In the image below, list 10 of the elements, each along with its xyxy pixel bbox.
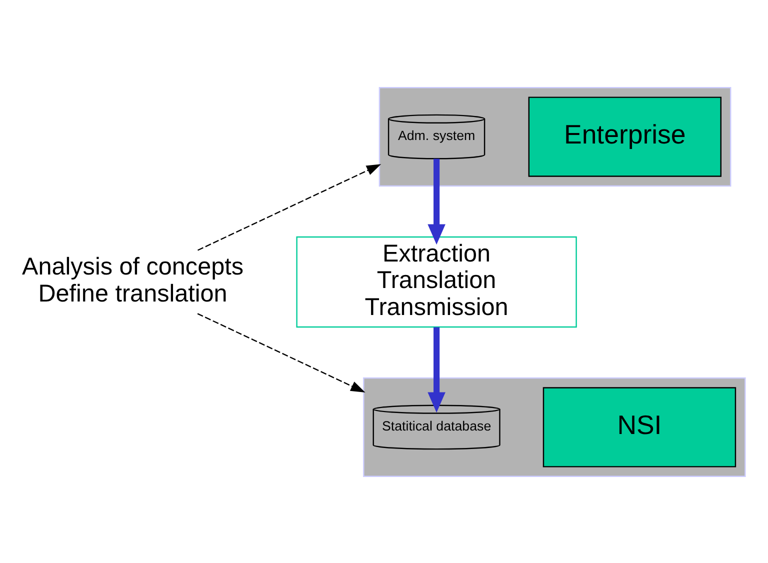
arrow <box>428 326 446 412</box>
cluster <box>378 86 732 186</box>
node-box: Enterprise <box>528 96 722 176</box>
node-box: Extraction Translation Transmission <box>296 236 577 328</box>
cluster <box>363 376 746 477</box>
node-text: Analysis of concepts Define translation <box>22 253 244 307</box>
arrow <box>428 158 446 244</box>
arrow <box>197 312 366 392</box>
node-box: NSI <box>542 386 736 467</box>
arrow <box>198 164 382 250</box>
